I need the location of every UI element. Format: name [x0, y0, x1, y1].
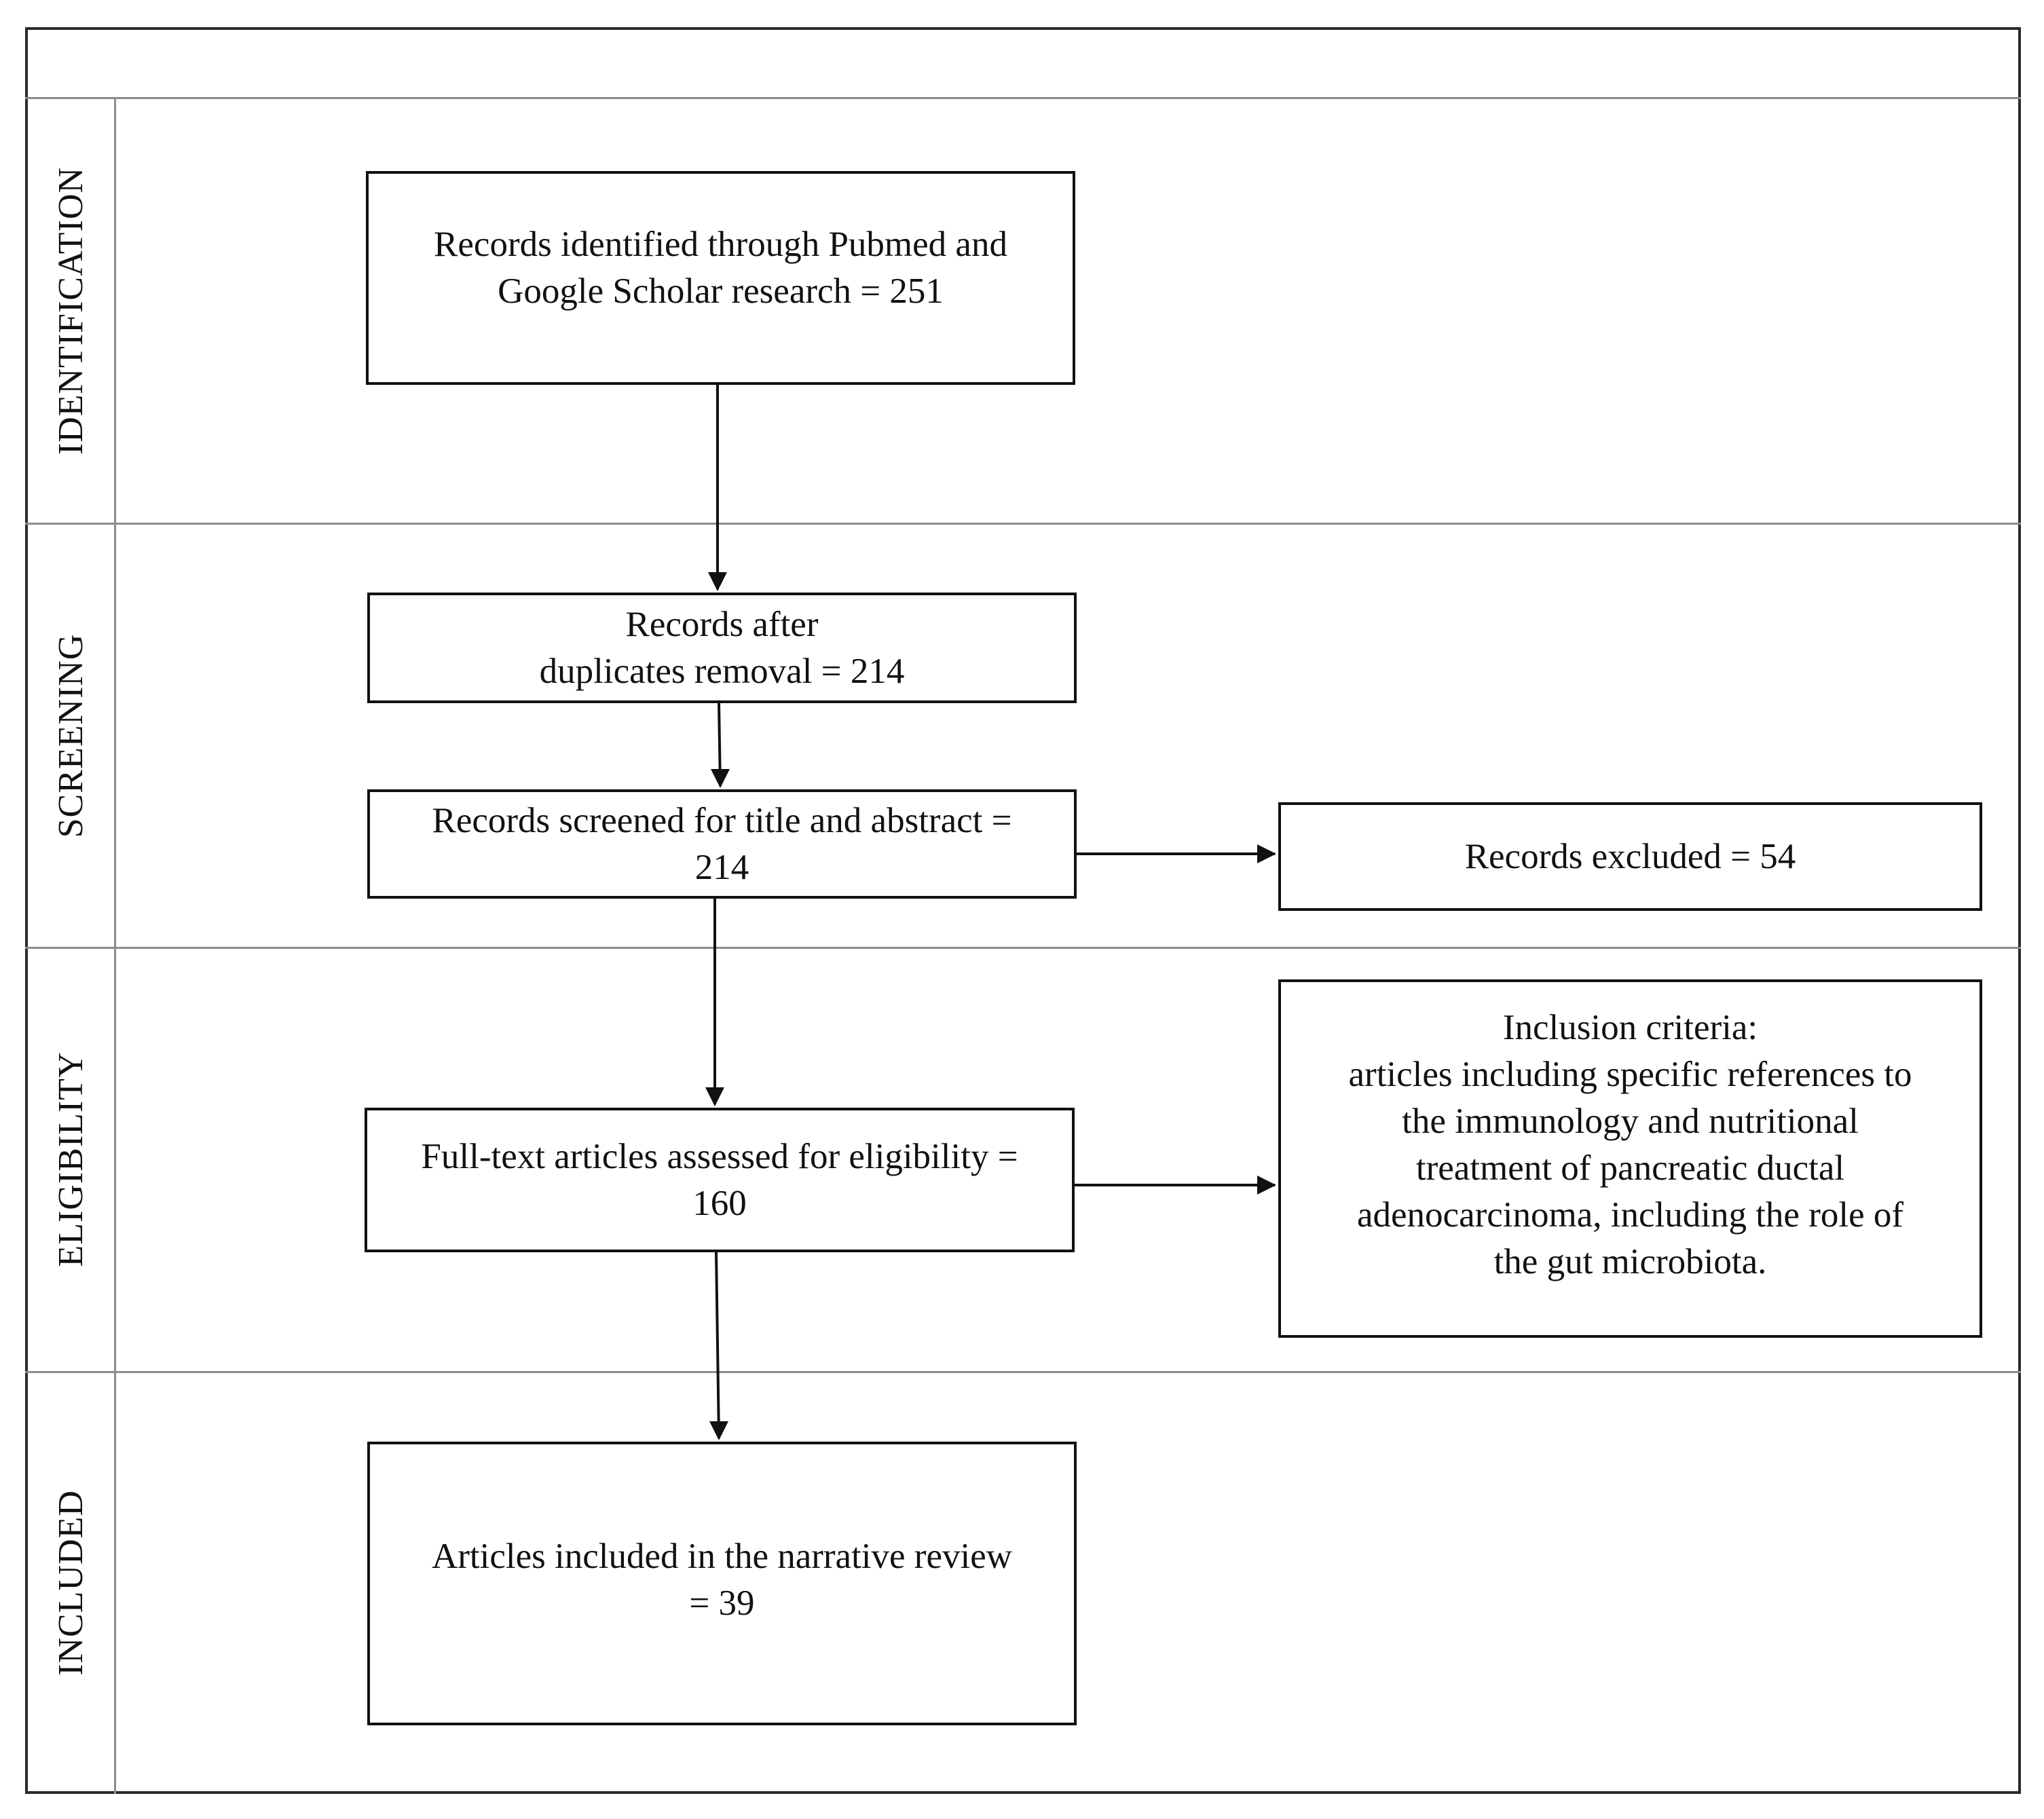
inclusion-criteria-text: Inclusion criteria: articles including s…	[1348, 1008, 1912, 1281]
records-identified-box: Records identified through Pubmed and Go…	[366, 171, 1075, 385]
arrow-included-head	[709, 1421, 728, 1440]
header-divider	[25, 97, 2021, 99]
records-screened-box: Records screened for title and abstract …	[367, 789, 1077, 899]
records-identified-text: Records identified through Pubmed and Go…	[434, 224, 1007, 311]
records-after-duplicates-box: Records after duplicates removal = 214	[367, 593, 1077, 703]
arrow-screened-head	[711, 769, 730, 788]
records-excluded-text: Records excluded = 54	[1464, 836, 1796, 876]
eligibility-included-divider	[25, 1371, 2021, 1373]
articles-included-text: Articles included in the narrative revie…	[431, 1537, 1012, 1623]
flowchart-frame	[25, 27, 2021, 1794]
arrow-full-text-head	[705, 1087, 724, 1106]
inclusion-criteria-box: Inclusion criteria: articles including s…	[1278, 979, 1982, 1338]
stage-column-divider	[114, 97, 116, 1794]
identification-screening-divider	[25, 523, 2021, 525]
records-screened-text: Records screened for title and abstract …	[432, 800, 1012, 887]
screening-eligibility-divider	[25, 947, 2021, 949]
records-after-duplicates-text: Records after duplicates removal = 214	[539, 604, 905, 691]
full-text-assessed-box: Full-text articles assessed for eligibil…	[365, 1108, 1075, 1252]
arrow-full-text-to-included	[715, 1252, 720, 1439]
full-text-assessed-text: Full-text articles assessed for eligibil…	[421, 1136, 1018, 1223]
arrow-inclusion-head	[1257, 1176, 1276, 1195]
arrow-after-duplicates-head	[708, 572, 727, 591]
arrow-excluded-head	[1257, 844, 1276, 863]
records-excluded-box: Records excluded = 54	[1278, 802, 1982, 911]
articles-included-box: Articles included in the narrative revie…	[367, 1442, 1077, 1725]
